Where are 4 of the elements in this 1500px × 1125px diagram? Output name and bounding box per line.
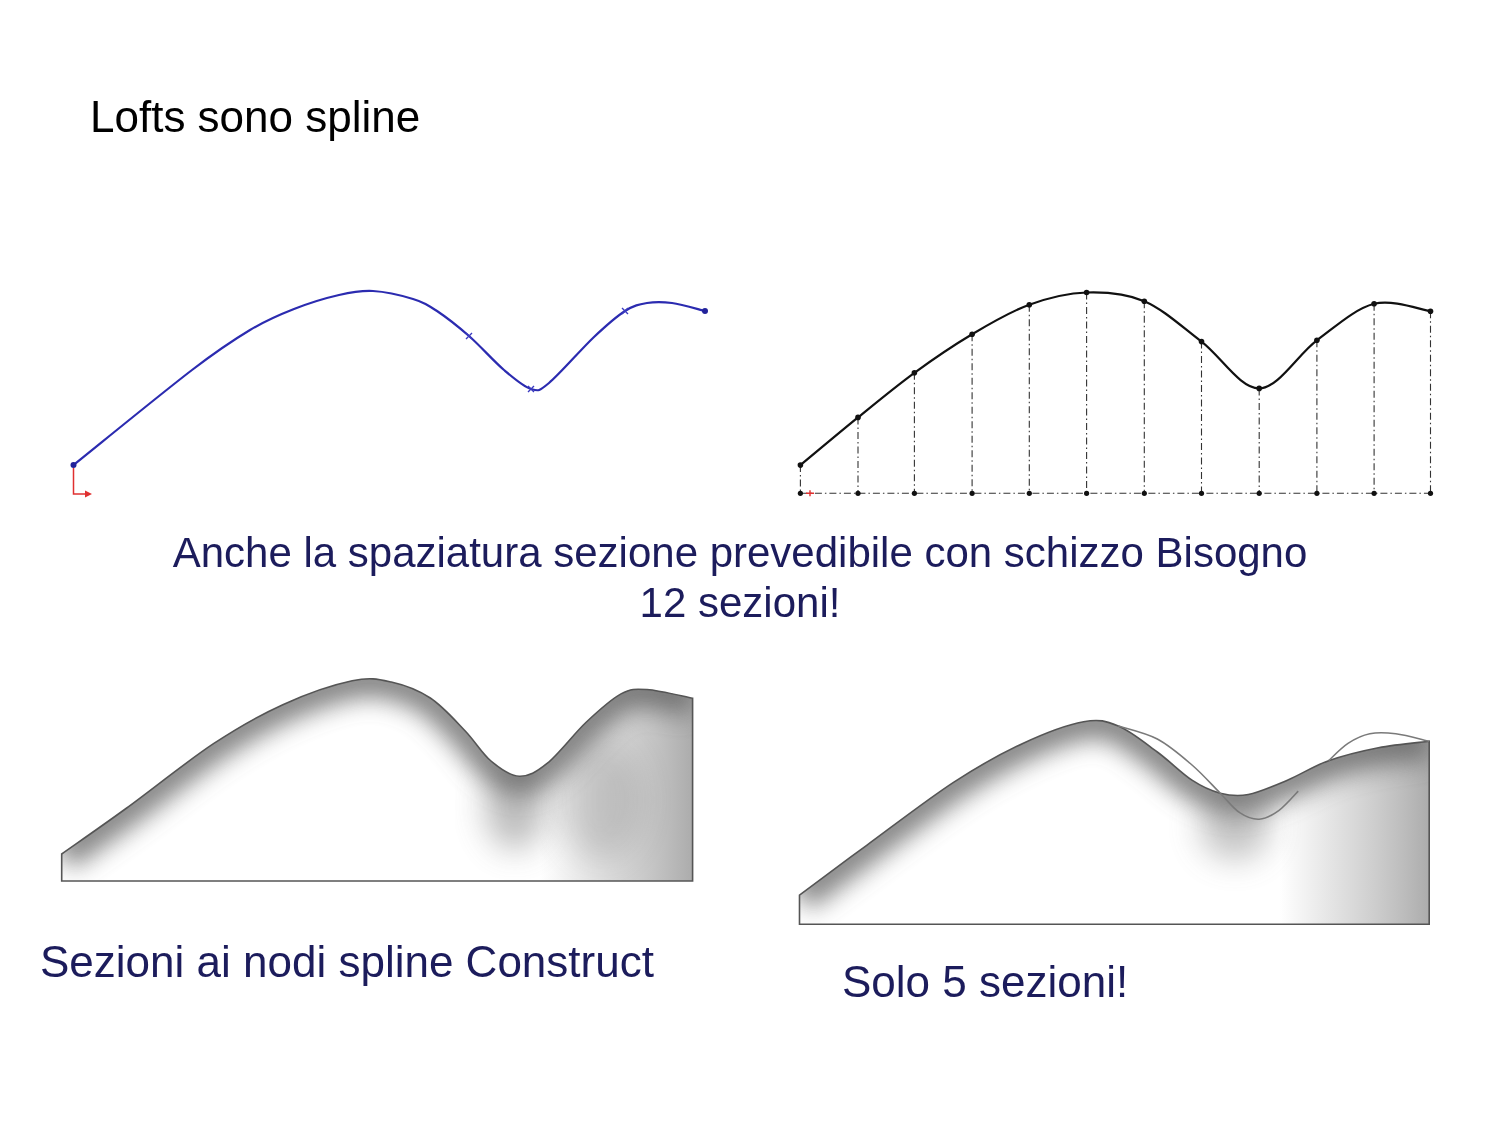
slide-title: Lofts sono spline <box>90 92 421 143</box>
figure-caption: Solo 5 sezioni! <box>842 957 1129 1008</box>
description-text: Anche la spaziatura sezione prevedibile con schizzo Bisogno 12 sezioni! <box>171 528 1309 628</box>
figure-caption: Sezioni ai nodi spline Construct <box>40 937 654 988</box>
